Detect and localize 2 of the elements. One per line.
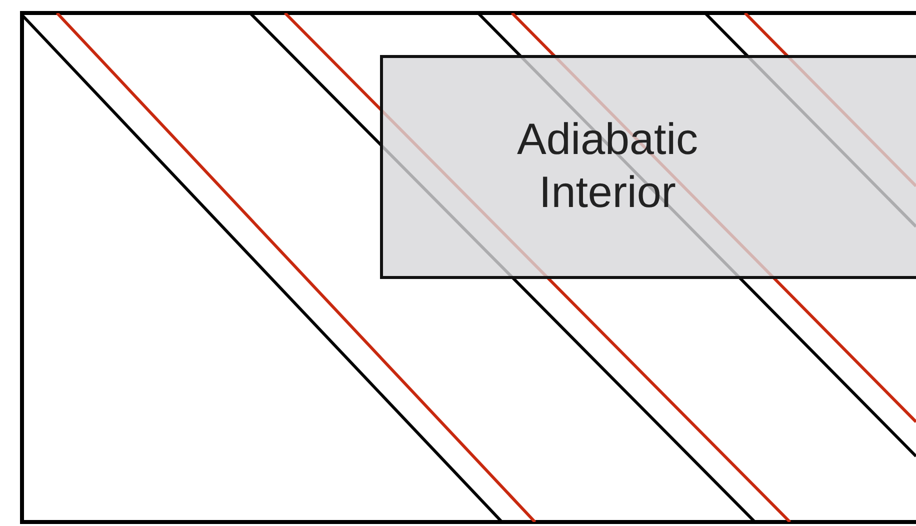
region-label: Adiabatic Interior: [516, 114, 699, 219]
shaded-region: [380, 55, 916, 279]
